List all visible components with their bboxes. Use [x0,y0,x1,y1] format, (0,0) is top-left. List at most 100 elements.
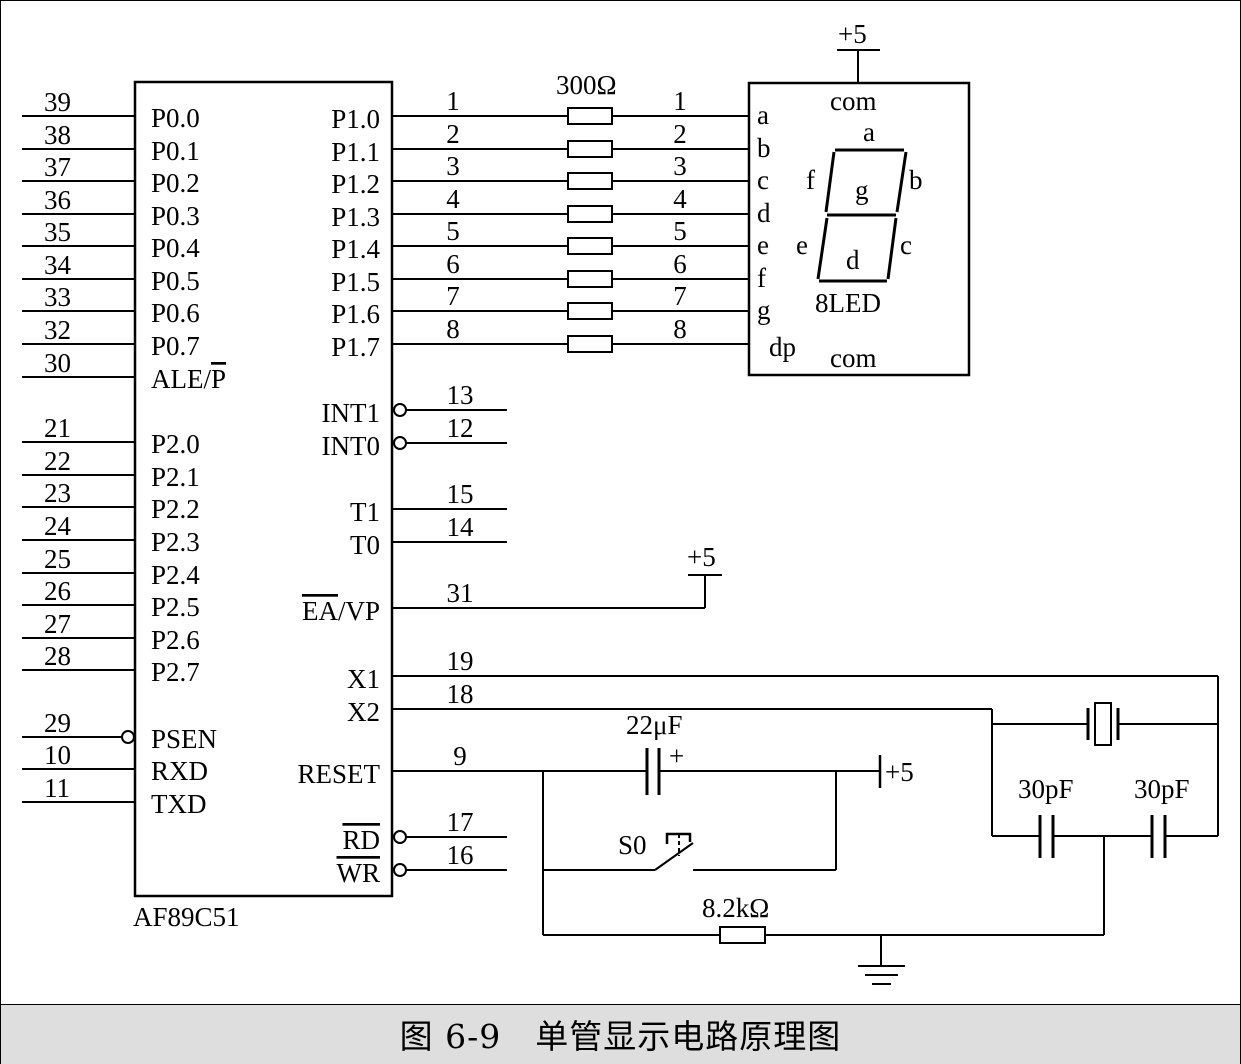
right-pin-number: 6 [446,249,460,279]
resistor-output-number: 8 [673,314,687,344]
inverted-pin-bubble [393,830,407,844]
reset-resistor-label: 8.2kΩ [702,893,769,923]
led-input-label: c [757,165,769,195]
left-pin-label: P0.3 [151,201,200,231]
led-name: 8LED [815,288,881,318]
led-com-bottom: com [830,343,877,373]
reset-cap-plus: + [669,741,684,771]
resistor-output-number: 4 [673,184,687,214]
left-pin-number: 28 [44,641,71,671]
left-pin-label: TXD [151,789,207,819]
left-pin-number: 39 [44,87,71,117]
left-pin-label: P0.2 [151,168,200,198]
segment-resistor [567,237,613,255]
segment-b [895,151,908,213]
segment-c [886,217,898,280]
segment-resistor [567,270,613,288]
resistor-output-number: 7 [673,281,687,311]
reset-supply-label: +5 [885,757,914,787]
right-pin-number: 8 [446,314,460,344]
left-pin-number: 10 [44,740,71,770]
right-pin-label: P1.1 [331,137,380,167]
right-pin-number: 9 [453,741,467,771]
right-pin-label: P1.7 [331,332,380,362]
right-pin-label: P1.4 [331,234,380,264]
left-pin-number: 26 [44,576,71,606]
switch-blade [654,842,694,871]
ea-supply-label: +5 [687,542,716,572]
led-input-label: b [757,133,771,163]
segment-g-label: g [855,175,869,205]
left-pin-number: 11 [44,773,70,803]
right-pin-label: INT0 [322,431,380,461]
inverted-pin-bubble [393,863,407,877]
crystal-cap2-label: 30pF [1134,774,1190,804]
right-pin-number: 1 [446,86,460,116]
right-pin-number: 17 [447,807,474,837]
right-pin-number: 3 [446,151,460,181]
left-pin-label: ALE/P [151,364,226,394]
left-pin-number: 27 [44,609,71,639]
resistor-output-number: 5 [673,216,687,246]
segment-e [816,217,829,280]
right-pin-label: RESET [297,759,380,789]
right-pin-number: 5 [446,216,460,246]
resistor-output-number: 3 [673,151,687,181]
led-input-label: e [757,230,769,260]
left-pin-number: 33 [44,282,71,312]
left-pin-label: P2.5 [151,592,200,622]
right-pin-number: 13 [447,380,474,410]
left-pin-label: P2.6 [151,625,200,655]
segment-resistor [567,302,613,320]
right-pin-label: EA/VP [302,596,380,626]
right-pin-label: X1 [347,664,380,694]
right-pin-number: 7 [446,281,460,311]
right-pin-label: P1.5 [331,267,380,297]
resistor-output-number: 1 [673,86,687,116]
schematic-diagram: AF89C51 39P0.038P0.137P0.236P0.335P0.434… [22,19,1219,985]
left-pin-label-overbar: P [211,364,226,394]
led-vcc-label: +5 [838,19,867,49]
left-pin-label: P2.7 [151,657,200,687]
left-pin-number: 37 [44,152,71,182]
left-pin-number: 30 [44,348,71,378]
right-pin-label: WR [337,858,381,888]
left-pin-number: 34 [44,250,72,280]
left-pin-number: 32 [44,315,71,345]
left-pin-label: P0.6 [151,298,200,328]
left-pin-label: P2.0 [151,429,200,459]
segment-resistor [567,205,613,223]
right-pin-label: P1.3 [331,202,380,232]
chip-name: AF89C51 [133,902,240,932]
resistor-array-label: 300Ω [556,70,617,100]
left-pin-number: 25 [44,544,71,574]
left-pin-label: P0.4 [151,233,200,263]
segment-f [824,151,836,213]
right-pin-number: 18 [447,679,474,709]
left-pin-number: 22 [44,446,71,476]
right-pin-label: P1.2 [331,169,380,199]
right-pin-label: RD [342,825,380,855]
ground-icon [858,935,905,985]
led-input-label: g [757,295,771,325]
crystal-body [1094,702,1112,746]
led-input-label: d [757,198,771,228]
right-pin-label: T1 [350,497,380,527]
right-pin-label-overbar: EA [302,596,338,626]
right-pin-number: 16 [447,840,474,870]
right-pin-number: 2 [446,119,460,149]
left-pin-label: P0.0 [151,103,200,133]
segment-resistor [567,107,613,125]
segment-resistor [567,172,613,190]
right-pin-number: 14 [447,512,475,542]
segment-e-label: e [796,230,808,260]
resistor-output-number: 2 [673,119,687,149]
led-input-label: dp [769,332,796,362]
right-pin-label: P1.6 [331,299,380,329]
left-pin-label: P0.5 [151,266,200,296]
right-pin-number: 15 [447,479,474,509]
figure-caption: 图 6-9 单管显示电路原理图 [399,1017,842,1056]
